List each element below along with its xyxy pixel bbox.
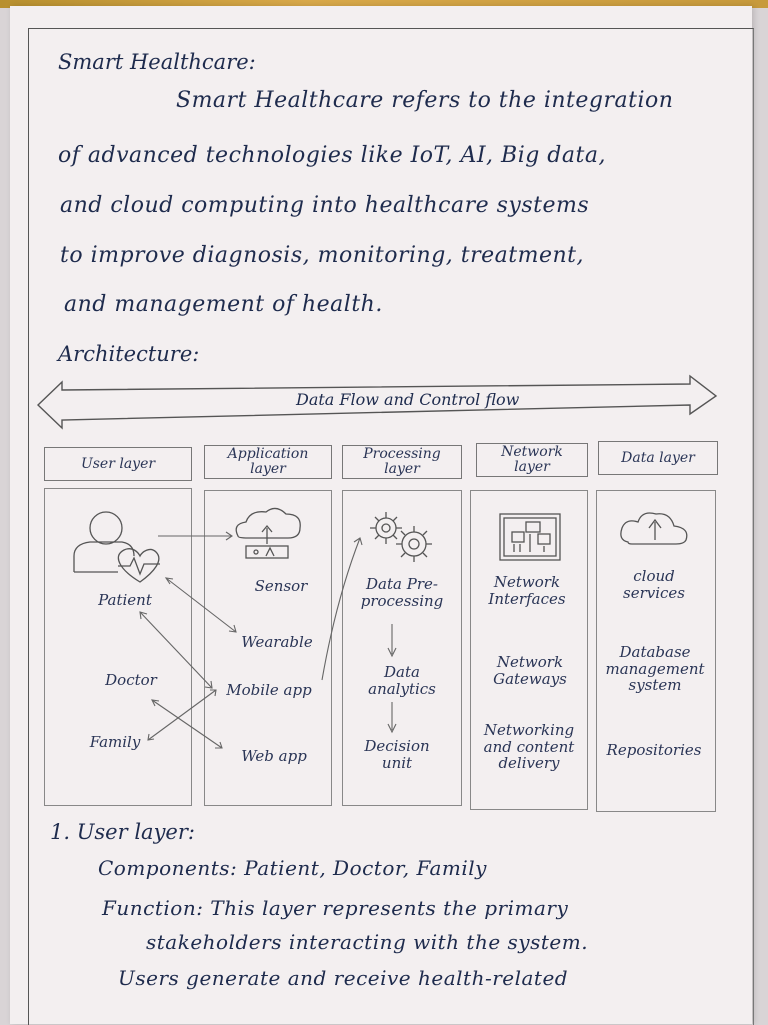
section1-function-line-1: Function: This layer represents the prim… [102, 896, 569, 920]
header-data-layer: Data layer [598, 441, 718, 475]
double-arrow-icon [36, 374, 718, 430]
header-network-layer: Network layer [476, 443, 588, 477]
data-item-cloud: cloud services [623, 567, 685, 602]
user-item-family: Family [89, 733, 141, 751]
column-data-layer [596, 490, 716, 812]
cloud-upload-icon [620, 512, 688, 545]
user-item-doctor: Doctor [105, 671, 157, 689]
gears-icon [370, 512, 432, 562]
net-item-interfaces: Network Interfaces [488, 573, 566, 608]
net-item-delivery: Networking and content delivery [483, 721, 575, 772]
section1-function-line-3: Users generate and receive health-relate… [118, 966, 569, 990]
section1-function-line-2: stakeholders interacting with the system… [146, 930, 589, 954]
app-item-wearable: Wearable [241, 633, 313, 651]
page-margin-frame [28, 28, 754, 1025]
intro-line-2: of advanced technologies like IoT, AI, B… [58, 143, 606, 168]
patient-heart-icon [73, 511, 160, 583]
top-edge-strip [0, 0, 768, 8]
column-network-layer [470, 490, 588, 810]
proc-item-analytics: Data analytics [368, 663, 436, 698]
column-application-layer [204, 490, 332, 806]
intro-line-4: to improve diagnosis, monitoring, treatm… [60, 243, 585, 268]
notebook-page [10, 6, 752, 1024]
intro-line-3: and cloud computing into healthcare syst… [60, 193, 590, 218]
header-processing-layer: Processing layer [342, 445, 462, 479]
user-item-patient: Patient [98, 591, 152, 609]
app-item-mobile-app: Mobile app [226, 681, 312, 699]
cloud-sensor-icon [235, 507, 301, 559]
data-item-dbms: Database management system [605, 643, 705, 694]
connector-arrows [139, 531, 397, 749]
flow-label: Data Flow and Control flow [296, 390, 520, 409]
net-item-gateways: Network Gateways [493, 653, 567, 688]
proc-item-decision: Decision unit [364, 737, 430, 772]
section1-components: Components: Patient, Doctor, Family [98, 856, 487, 880]
app-item-web-app: Web app [241, 747, 307, 765]
column-processing-layer [342, 490, 462, 806]
column-user-layer [44, 488, 192, 806]
page-title: Smart Healthcare: [58, 50, 256, 74]
app-item-sensor: Sensor [254, 577, 308, 595]
proc-item-preprocessing: Data Pre-processing [360, 575, 444, 610]
intro-line-1: Smart Healthcare refers to the integrati… [176, 88, 674, 113]
intro-line-5: and management of health. [64, 292, 383, 317]
network-board-icon [499, 513, 561, 561]
section1-heading: 1. User layer: [50, 820, 195, 844]
header-user-layer: User layer [44, 447, 192, 481]
header-application-layer: Application layer [204, 445, 332, 479]
architecture-heading: Architecture: [58, 342, 200, 366]
data-item-repositories: Repositories [606, 741, 702, 759]
